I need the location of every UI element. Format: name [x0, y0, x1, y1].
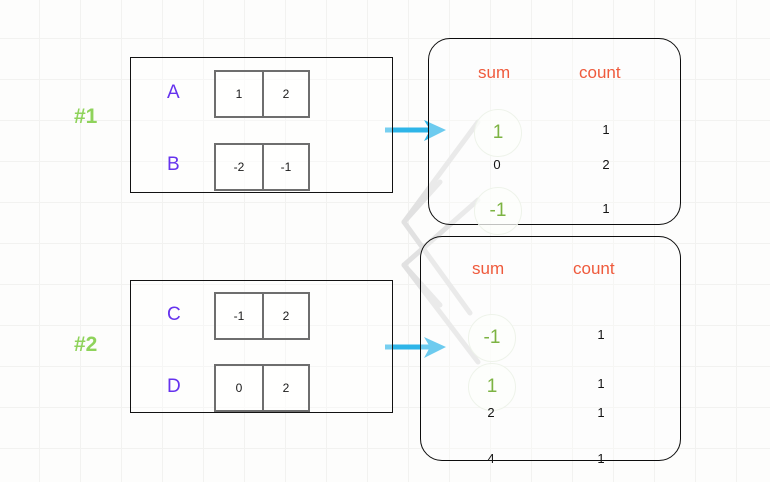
step-label-2: #2 — [74, 333, 98, 356]
cell-d-0: 0 — [235, 381, 243, 395]
value-pair-a: 1 2 — [214, 70, 310, 118]
card1-count-row-2: 1 — [602, 201, 610, 216]
cell-a-0: 1 — [235, 87, 243, 101]
cell-c-0: -1 — [233, 309, 245, 323]
cell-b-1: -1 — [261, 145, 308, 189]
card2-sum-row-2: 2 — [487, 405, 495, 420]
cell-b-0: -2 — [233, 160, 245, 174]
row-letter-d: D — [167, 376, 181, 397]
value-pair-d: 0 2 — [214, 364, 310, 412]
card2-sum-row-1: 1 — [468, 363, 516, 411]
step-label-1: #1 — [74, 105, 98, 128]
row-letter-a: A — [167, 82, 180, 103]
card1-header-count: count — [579, 63, 621, 82]
card1-sum-row-2: -1 — [474, 187, 522, 235]
card2-sum-row-3: 4 — [487, 451, 495, 466]
card1-sum-row-0: 1 — [474, 109, 522, 157]
card2-count-row-2: 1 — [597, 405, 605, 420]
cell-d-1: 2 — [261, 366, 308, 410]
card1-header-sum: sum — [478, 63, 511, 82]
row-letter-c: C — [167, 304, 181, 325]
input-panel-1: A 1 2 B -2 -1 — [130, 57, 393, 193]
card2-count-row-0: 1 — [597, 327, 605, 342]
card1-count-row-0: 1 — [602, 122, 610, 137]
value-pair-b: -2 -1 — [214, 143, 310, 191]
cell-a-1: 2 — [261, 72, 308, 116]
row-letter-b: B — [167, 154, 180, 175]
card2-count-row-3: 1 — [597, 451, 605, 466]
card1-count-row-1: 2 — [602, 157, 610, 172]
card1-sum-row-1: 0 — [493, 157, 501, 172]
result-card-1: sum count 1 1 0 2 -1 1 — [428, 38, 681, 235]
result-card-2: sum count -1 1 1 1 2 1 4 1 — [420, 236, 681, 466]
input-panel-2: C -1 2 D 0 2 — [130, 280, 393, 413]
card2-count-row-1: 1 — [597, 376, 605, 391]
card2-header-sum: sum — [472, 259, 505, 278]
value-pair-c: -1 2 — [214, 292, 310, 340]
cell-c-1: 2 — [261, 294, 308, 338]
card2-header-count: count — [573, 259, 615, 278]
card2-sum-row-0: -1 — [468, 314, 516, 362]
